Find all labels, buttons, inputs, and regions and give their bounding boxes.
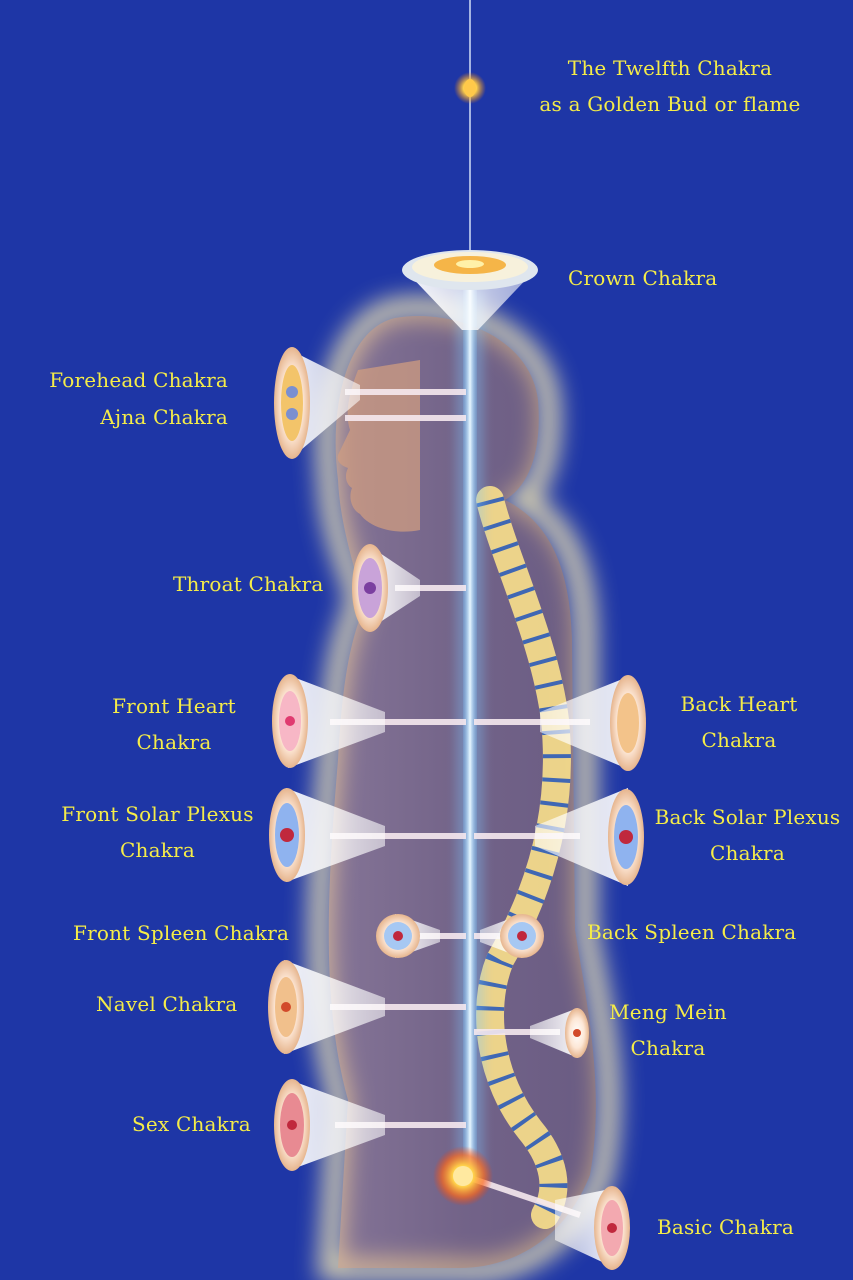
label-twelfth-line1: The Twelfth Chakra xyxy=(567,56,773,80)
forehead-chakra-icon xyxy=(274,347,360,459)
back-spleen-chakra-icon xyxy=(480,914,544,958)
crown-chakra-icon xyxy=(402,250,538,330)
label-back-solar-line2: Chakra xyxy=(710,841,785,865)
label-throat-chakra: Throat Chakra xyxy=(173,572,324,596)
label-back-heart-line1: Back Heart xyxy=(680,692,798,716)
label-sex-chakra: Sex Chakra xyxy=(132,1112,251,1136)
label-back-heart-chakra: Back Heart Chakra xyxy=(660,686,818,758)
label-front-heart-chakra: Front Heart Chakra xyxy=(90,688,258,760)
label-meng-mein-line2: Chakra xyxy=(630,1036,706,1060)
body-aura xyxy=(309,297,620,1280)
basic-chakra-icon xyxy=(433,1146,630,1270)
label-back-heart-line2: Chakra xyxy=(701,728,777,752)
label-front-solar-plexus-chakra: Front Solar Plexus Chakra xyxy=(55,796,260,868)
label-front-heart-line1: Front Heart xyxy=(112,694,236,718)
front-spleen-chakra-icon xyxy=(376,914,440,958)
label-back-spleen-chakra: Back Spleen Chakra xyxy=(587,920,797,944)
label-twelfth-line2: as a Golden Bud or flame xyxy=(539,92,801,116)
label-crown-chakra: Crown Chakra xyxy=(568,266,718,290)
label-ajna-chakra: Ajna Chakra xyxy=(100,405,228,429)
label-twelfth-chakra: The Twelfth Chakra as a Golden Bud or fl… xyxy=(515,50,825,122)
label-forehead-chakra: Forehead Chakra xyxy=(49,368,228,392)
label-front-spleen-chakra: Front Spleen Chakra xyxy=(73,921,290,945)
throat-chakra-icon xyxy=(352,544,420,632)
label-front-solar-line2: Chakra xyxy=(120,838,195,862)
label-front-solar-line1: Front Solar Plexus xyxy=(61,802,254,826)
label-meng-mein-line1: Meng Mein xyxy=(609,1000,727,1024)
label-meng-mein-chakra: Meng Mein Chakra xyxy=(598,994,738,1066)
central-channel xyxy=(456,290,484,1180)
navel-chakra-icon xyxy=(268,960,385,1054)
meng-mein-chakra-icon xyxy=(530,1008,589,1058)
label-back-solar-plexus-chakra: Back Solar Plexus Chakra xyxy=(645,799,850,871)
sex-chakra-icon xyxy=(274,1079,385,1171)
label-back-solar-line1: Back Solar Plexus xyxy=(654,805,841,829)
back-solar-plexus-chakra-icon xyxy=(535,788,644,886)
front-heart-chakra-icon xyxy=(272,674,385,768)
back-heart-chakra-icon xyxy=(540,675,646,771)
label-basic-chakra: Basic Chakra xyxy=(657,1215,794,1239)
label-front-heart-line2: Chakra xyxy=(136,730,212,754)
label-navel-chakra: Navel Chakra xyxy=(96,992,238,1016)
twelfth-chakra-flame xyxy=(454,72,486,104)
front-solar-plexus-chakra-icon xyxy=(269,788,385,882)
